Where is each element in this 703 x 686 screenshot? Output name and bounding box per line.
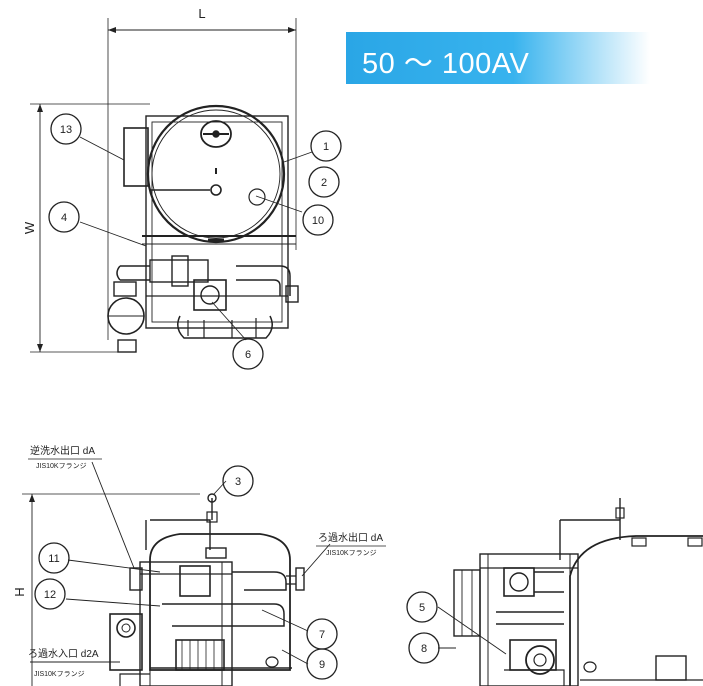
filtered-flange-label: JIS10Kフランジ bbox=[326, 549, 377, 557]
callout-5-label: 5 bbox=[419, 602, 425, 614]
callout-11-label: 11 bbox=[48, 553, 59, 565]
control-box bbox=[123, 127, 149, 187]
inlet-strainer bbox=[109, 613, 143, 671]
callout-2-label: 2 bbox=[321, 177, 327, 189]
callout-10 bbox=[302, 204, 334, 236]
callout-10-label: 10 bbox=[312, 215, 324, 227]
dimension-label-height: H bbox=[12, 587, 27, 596]
filter-inlet-flange bbox=[116, 618, 136, 638]
callout-8 bbox=[408, 632, 440, 664]
callout-4-label: 4 bbox=[61, 212, 67, 224]
front-view bbox=[22, 493, 305, 686]
multiport-valve-front bbox=[179, 565, 211, 597]
model-range-badge: 50 ～ 100AV bbox=[346, 32, 650, 84]
callout-6-label: 6 bbox=[245, 349, 251, 361]
callout-7-label: 7 bbox=[319, 629, 325, 641]
side-view bbox=[453, 498, 703, 686]
frame-front bbox=[139, 561, 233, 686]
model-range-text: 50 ～ 100AV bbox=[362, 48, 530, 80]
filtered-outlet-label: ろ過水出口 dA bbox=[318, 531, 383, 544]
tank-top bbox=[146, 104, 286, 244]
callout-3-label: 3 bbox=[235, 476, 241, 488]
top-view bbox=[30, 18, 299, 353]
tank-side bbox=[569, 535, 703, 686]
backwash-outlet-flange bbox=[129, 567, 143, 591]
callout-13-label: 13 bbox=[60, 124, 72, 136]
callout-4 bbox=[48, 201, 80, 233]
pump-motor-front bbox=[175, 639, 225, 671]
callout-9-label: 9 bbox=[319, 659, 325, 671]
frame-side bbox=[479, 553, 579, 686]
dimension-label-width: W bbox=[22, 221, 37, 234]
multiport-valve-top bbox=[193, 279, 227, 311]
callout-13 bbox=[50, 113, 82, 145]
callout-1 bbox=[310, 130, 342, 162]
callout-8-label: 8 bbox=[421, 643, 427, 655]
multiport-valve-side bbox=[509, 572, 529, 592]
callout-12-label: 12 bbox=[44, 589, 56, 601]
backwash-flange-label: JIS10Kフランジ bbox=[36, 462, 87, 470]
dimension-label-length: L bbox=[198, 6, 205, 21]
backwash-outlet-label: 逆洗水出口 dA bbox=[30, 444, 95, 457]
pump-side bbox=[525, 645, 555, 675]
callout-9 bbox=[306, 648, 338, 680]
callout-12 bbox=[34, 578, 66, 610]
filtered-outlet-flange bbox=[295, 567, 305, 591]
frame-top bbox=[145, 115, 289, 329]
callout-6 bbox=[232, 338, 264, 370]
callout-5 bbox=[406, 591, 438, 623]
tank-front bbox=[149, 533, 291, 671]
pressure-gauge bbox=[207, 493, 217, 503]
callout-1-label: 1 bbox=[323, 141, 329, 153]
leader-lines bbox=[30, 136, 507, 665]
callout-3 bbox=[222, 465, 254, 497]
callout-2 bbox=[308, 166, 340, 198]
callout-11 bbox=[38, 542, 70, 574]
callout-circles bbox=[34, 113, 440, 680]
filter-inlet-label: ろ過水入口 d2A bbox=[28, 648, 99, 660]
sight-glass bbox=[248, 188, 266, 206]
manhole-top bbox=[200, 120, 232, 148]
inlet-flange-label: JIS10Kフランジ bbox=[34, 670, 85, 678]
